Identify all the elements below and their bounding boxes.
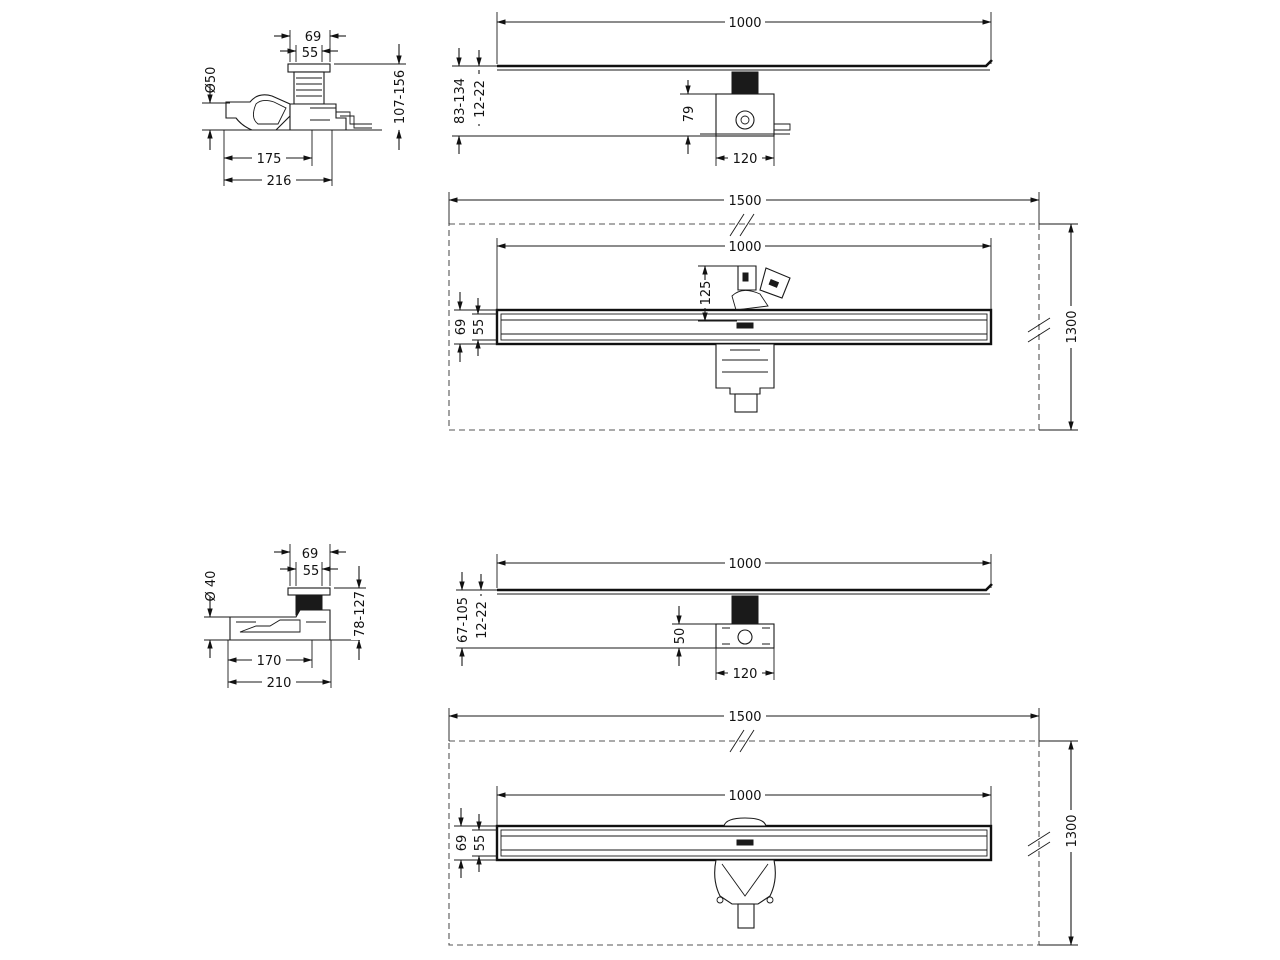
channel-side-elevation-top: 1000 83-134 12-22 79 120: [451, 12, 993, 167]
dim-1000-label: 1000: [728, 789, 761, 804]
mounting-box: [715, 343, 775, 395]
dim-height-label: 78-127: [353, 591, 368, 637]
dim-55-label: 55: [472, 319, 487, 336]
outlet-pipe: [737, 903, 755, 929]
dim-1500-label: 1500: [728, 710, 761, 725]
dim-12-22-label: 12-22: [475, 601, 490, 639]
outlet-marker: [736, 839, 754, 846]
dim-diameter-label: Ø 40: [204, 571, 219, 602]
dim-175-label: 175: [257, 152, 282, 167]
channel-plan-view-bottom: 1500 1000 69 55 1300: [448, 708, 1080, 946]
dim-1000-label: 1000: [728, 557, 761, 572]
dim-125-label: 125: [699, 281, 714, 306]
trap-body: [731, 71, 759, 95]
dim-67-105-label: 67-105: [456, 597, 471, 643]
outlet-pipe: [225, 94, 291, 131]
drain-cover-profile: [497, 59, 993, 68]
outlet-pipe: [734, 393, 758, 413]
dim-12-22-label: 12-22: [473, 80, 488, 118]
dim-1000-label: 1000: [728, 16, 761, 31]
dim-210-label: 210: [267, 676, 292, 691]
dim-1300-label: 1300: [1065, 814, 1080, 847]
dim-50-label: 50: [673, 628, 688, 645]
outlet-collar: [723, 817, 767, 827]
dim-216-label: 216: [267, 174, 292, 189]
dim-1500-label: 1500: [728, 194, 761, 209]
dim-55-label: 55: [473, 835, 488, 852]
drain-body-side-view-bottom: 69 55 Ø 40 78-127 170 210: [204, 544, 368, 691]
tile-area-outline: [448, 740, 1040, 946]
outlet-fitting: [735, 110, 755, 130]
dim-69-label: 69: [454, 319, 469, 336]
drain-cover-profile: [497, 583, 993, 592]
dim-height-label: 107-156: [393, 70, 408, 124]
dim-69-label: 69: [302, 547, 319, 562]
drain-body-side-view-top: 69 55 Ø50 107-156: [202, 30, 408, 189]
dim-69-label: 69: [305, 30, 322, 45]
mounting-box: [714, 859, 776, 905]
trap-cylinder: [293, 71, 325, 105]
dim-170-label: 170: [257, 654, 282, 669]
grate-top: [287, 587, 331, 596]
dim-120-label: 120: [733, 667, 758, 682]
body-housing: [229, 609, 331, 641]
dim-55-label: 55: [302, 46, 319, 61]
channel-side-elevation-bottom: 1000 67-105 12-22 50 120: [454, 554, 993, 682]
dim-83-134-label: 83-134: [453, 78, 468, 124]
outlet-marker: [736, 322, 754, 329]
dim-120-label: 120: [733, 152, 758, 167]
dim-55-label: 55: [303, 564, 320, 579]
tile-area-outline: [448, 223, 1040, 431]
dim-69-label: 69: [455, 835, 470, 852]
outlet-fitting: [737, 629, 753, 645]
grate-top: [287, 63, 331, 73]
trap-body: [731, 595, 759, 625]
channel-plan-view-top: 1500 1000 125: [448, 192, 1080, 431]
dim-1300-label: 1300: [1065, 310, 1080, 343]
dim-79-label: 79: [682, 106, 697, 123]
dim-diameter-label: Ø50: [204, 67, 219, 94]
dim-1000-label: 1000: [728, 240, 761, 255]
